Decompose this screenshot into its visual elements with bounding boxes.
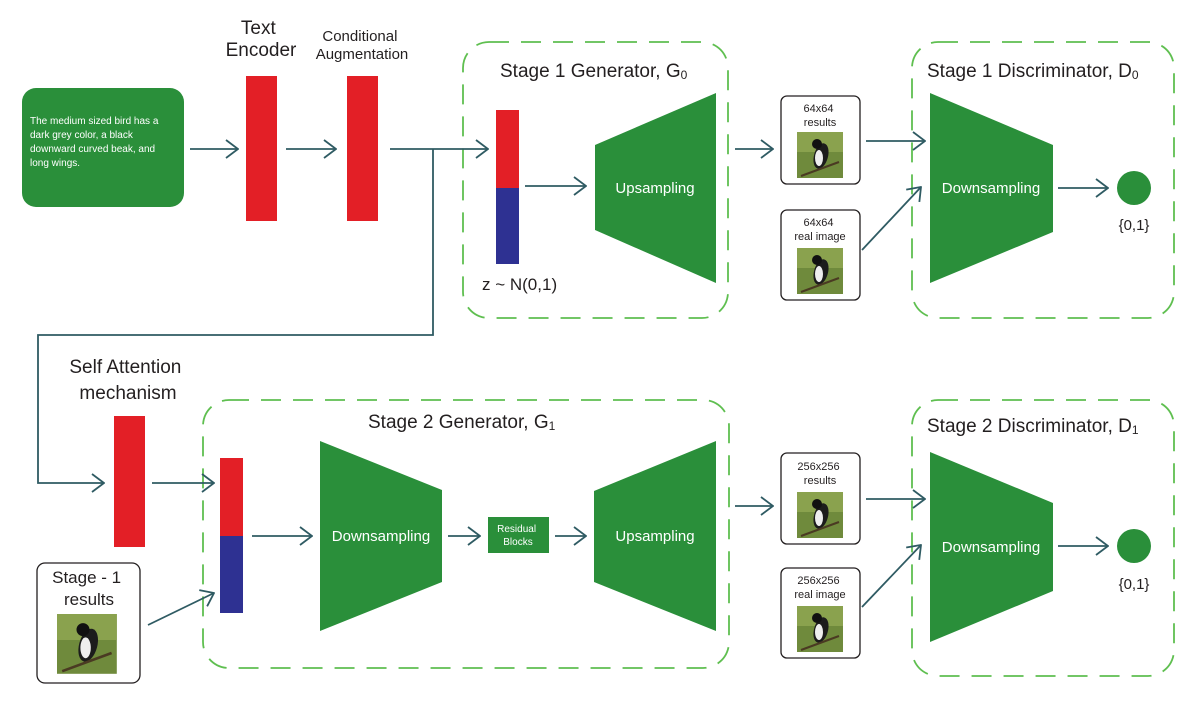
text-encoder-label: Text Encoder [226,18,297,61]
arrow-stage1-results-to-stage2 [147,593,214,626]
stage2-output-label: {0,1} [1119,576,1150,593]
stage2-upsampling-block [594,441,716,631]
stage2-image-feature-bar [220,536,243,613]
input-text-box [22,88,184,207]
stage2-downsampling-label: Downsampling [332,528,430,545]
stage1-real-image-label: 64x64 real image [794,217,845,243]
stage1-output-label: {0,1} [1119,217,1150,234]
stage1-results-input-bird-image [55,612,119,676]
stage2-generator-title: Stage 2 Generator, G1 [368,412,556,433]
conditional-augmentation-label: Conditional Augmentation [316,28,409,63]
stage1-discriminator-title: Stage 1 Discriminator, D0 [927,61,1139,82]
self-attention-label: Self Attention mechanism [69,357,186,404]
stage2-downsampling-block [320,441,442,631]
stage2-generator-box [202,399,730,669]
self-attention-bar [114,416,145,547]
stage1-results-bird-image [796,131,844,179]
stage2-embedding-bar [220,458,243,536]
stage2-disc-downsampling-label: Downsampling [942,539,1040,556]
stage2-downsampling-disc-block [930,452,1053,642]
stage2-results-bird-image [796,491,844,539]
stage1-generator-title: Stage 1 Generator, G0 [500,61,688,82]
residual-blocks-label: Residual Blocks [497,524,539,548]
conditional-augmentation-bar [347,76,378,221]
input-text: The medium sized bird has a dark grey co… [30,116,161,169]
stage2-discriminator-box [911,399,1175,677]
stage1-noise-bar [496,188,519,264]
stage2-results-label: 256x256 results [797,461,842,487]
stage1-results-label: 64x64 results [803,103,836,129]
text-encoder-bar [246,76,277,221]
arrow-real-to-discriminator [861,187,921,251]
residual-blocks [488,517,549,553]
arrow-real2-to-discriminator [861,545,921,608]
stage2-output-node [1117,529,1151,563]
stage1-generator-box [462,41,729,319]
stage1-real-bird-image [796,247,844,295]
stage1-discriminator-box [911,41,1175,319]
stage2-discriminator-title: Stage 2 Discriminator, D1 [927,416,1139,437]
noise-label: z ~ N(0,1) [482,275,557,294]
stage1-output-node [1117,171,1151,205]
stage2-real-bird-image [796,605,844,653]
stage1-text-embedding-bar [496,110,519,188]
stage1-upsampling-label: Upsampling [615,180,694,197]
stage1-downsampling-block [930,93,1053,283]
connector-to-self-attention [37,149,434,483]
stage2-real-image-label: 256x256 real image [794,575,845,601]
stage1-downsampling-label: Downsampling [942,180,1040,197]
stage1-results-input-label: Stage - 1 results [52,568,126,609]
stage2-upsampling-label: Upsampling [615,528,694,545]
stage1-upsampling-block [595,93,716,283]
